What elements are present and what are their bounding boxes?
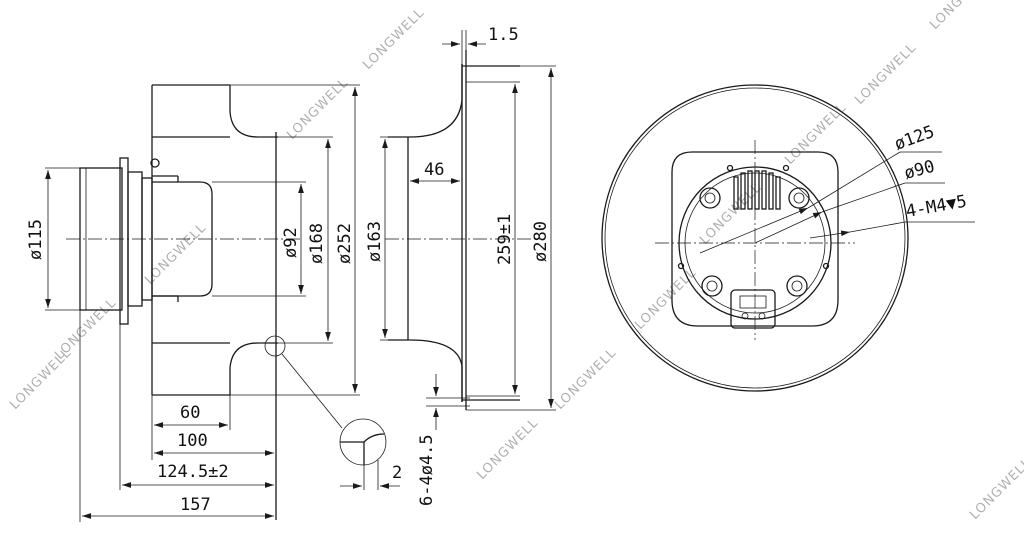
- screw-boss: [786, 275, 808, 297]
- connector-lug: [150, 158, 160, 168]
- connector-slot: [739, 295, 767, 309]
- dim-252-label: ø252: [335, 223, 355, 264]
- detail-leader: [281, 353, 343, 429]
- dim-157-label: 157: [180, 495, 211, 515]
- screw-hole: [704, 192, 716, 204]
- dim-60-label: 60: [180, 403, 200, 423]
- shroud-upper: [229, 85, 278, 138]
- watermark-text: LONGWELL: [284, 75, 351, 142]
- front-view: ø125 ø90 4-M4▼5: [601, 84, 975, 392]
- inlet-lower: [388, 339, 463, 402]
- leader-90: [821, 182, 906, 213]
- watermark-text: LONGWELL: [7, 345, 74, 412]
- watermark-text: LONGWELL: [927, 0, 994, 33]
- fin: [768, 172, 774, 210]
- dim-hole-label: 6-4ø4.5: [417, 434, 437, 506]
- watermark-group: LONGWELL LONGWELL LONGWELL LONGWELL LONG…: [7, 0, 1024, 523]
- outer-ring: [601, 84, 909, 392]
- dim-1-5-label: 1.5: [488, 25, 519, 45]
- screw-hole: [706, 280, 718, 292]
- leader-125: [699, 207, 809, 254]
- watermark-text: LONGWELL: [967, 455, 1024, 522]
- connector-housing: [730, 289, 776, 329]
- outer-ring-inner: [604, 87, 906, 389]
- watermark-text: LONGWELL: [552, 345, 619, 412]
- label-90: ø90: [902, 157, 937, 184]
- connector-pin: [758, 312, 766, 320]
- screw-boss: [788, 187, 810, 209]
- detail-profile: [340, 441, 365, 465]
- shroud-lower: [229, 342, 278, 395]
- connector-pin: [741, 312, 749, 320]
- dim-100-label: 100: [177, 431, 208, 451]
- m4-hole: [726, 164, 734, 172]
- watermark-text: LONGWELL: [632, 265, 699, 332]
- fin: [740, 172, 746, 210]
- leader-125: [807, 151, 901, 209]
- watermark-text: LONGWELL: [852, 40, 919, 107]
- dim-2-label: 2: [392, 463, 402, 483]
- screw-hole: [791, 280, 803, 292]
- connector: [730, 289, 776, 329]
- fin: [733, 176, 739, 210]
- fin: [761, 170, 767, 210]
- leader-m4: [809, 230, 851, 239]
- fin: [747, 170, 753, 210]
- dim-163-label: ø163: [365, 221, 385, 262]
- inlet-upper: [388, 64, 463, 138]
- cooling-fins: [733, 170, 781, 210]
- screw-hole: [793, 192, 805, 204]
- section-view: 1.5 46 ø163 259±1 ø280 6-4ø4.5: [365, 25, 556, 506]
- motor-flange: [119, 157, 129, 325]
- screw-boss: [701, 275, 723, 297]
- leader-90: [754, 211, 823, 244]
- dim-280-label: ø280: [531, 221, 551, 262]
- fin: [775, 176, 781, 210]
- dim-259-label: 259±1: [495, 214, 515, 265]
- detail-marker: [264, 335, 286, 357]
- label-125: ø125: [892, 122, 937, 155]
- label-m4: 4-M4▼5: [904, 192, 968, 222]
- watermark-text: LONGWELL: [360, 5, 427, 72]
- dim-46-label: 46: [424, 160, 444, 180]
- dim-124-label: 124.5±2: [157, 462, 229, 482]
- detail-profile: [363, 433, 385, 443]
- dim-92-label: ø92: [281, 227, 301, 258]
- m4-hole: [782, 164, 790, 172]
- screw-boss: [699, 187, 721, 209]
- side-view: ø115 ø92 ø168 ø252 60 100 124.5±2 157 2: [26, 84, 402, 522]
- m4-hole: [822, 262, 830, 270]
- leader-m4: [849, 221, 906, 233]
- watermark-text: LONGWELL: [474, 415, 541, 482]
- m4-hole: [677, 262, 685, 270]
- hub-plate: [671, 151, 839, 327]
- dim-115-label: ø115: [26, 219, 46, 260]
- dim-168-label: ø168: [307, 223, 327, 264]
